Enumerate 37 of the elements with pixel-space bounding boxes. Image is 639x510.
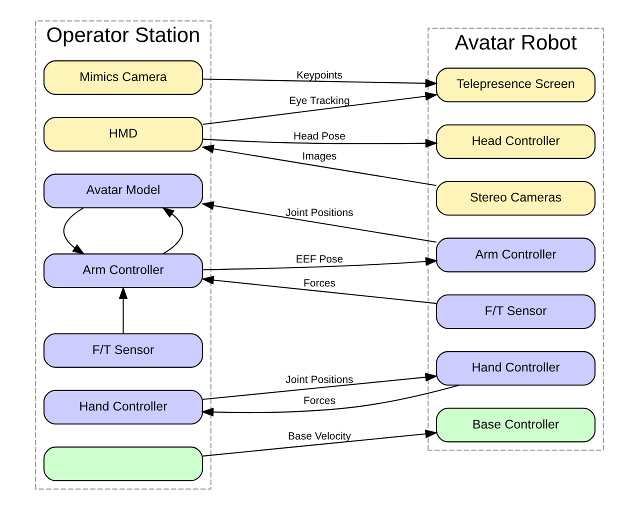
arrow: [201, 144, 436, 186]
node-box: Hand Controller: [43, 390, 203, 424]
arrow: [202, 372, 438, 400]
arrow: [202, 257, 438, 270]
edge-label: Keypoints: [296, 70, 343, 82]
node-box: Hand Controller: [436, 351, 596, 386]
arrow: [118, 286, 128, 334]
edge-label: Forces: [303, 278, 336, 290]
edge-label: Head Pose: [294, 132, 346, 143]
edge-label: Eye Tracking: [289, 96, 350, 107]
arrow: [200, 384, 460, 416]
edge-label: Images: [302, 151, 337, 162]
node-box: Base Controller: [436, 408, 596, 442]
node-box: Mimics Camera: [43, 60, 203, 95]
arrow: [63, 208, 85, 255]
edge-label: Forces: [303, 396, 336, 408]
edge-label: EEF Pose: [296, 254, 344, 266]
node-box: Head Controller: [436, 124, 596, 159]
node-box: Stereo Cameras: [436, 181, 596, 216]
arrow: [201, 276, 436, 304]
node-box: F/T Sensor: [43, 333, 203, 368]
edge-label: Base Velocity: [288, 432, 351, 443]
node-box: HMD: [43, 116, 203, 152]
edge-label: Joint Positions: [286, 375, 354, 386]
arrow: [201, 201, 436, 243]
node-box: Arm Controller: [436, 238, 596, 272]
arrow: [162, 207, 184, 254]
node-box: F/T Sensor: [436, 294, 596, 329]
arrow: [202, 430, 438, 457]
node-box: [43, 446, 203, 482]
arrow: [202, 138, 438, 148]
node-box: Telepresence Screen: [436, 68, 596, 102]
arrow: [202, 92, 438, 125]
node-box: Arm Controller: [43, 253, 203, 288]
arrow: [202, 78, 438, 88]
edge-label: Joint Positions: [286, 208, 354, 220]
node-box: Avatar Model: [43, 174, 203, 208]
